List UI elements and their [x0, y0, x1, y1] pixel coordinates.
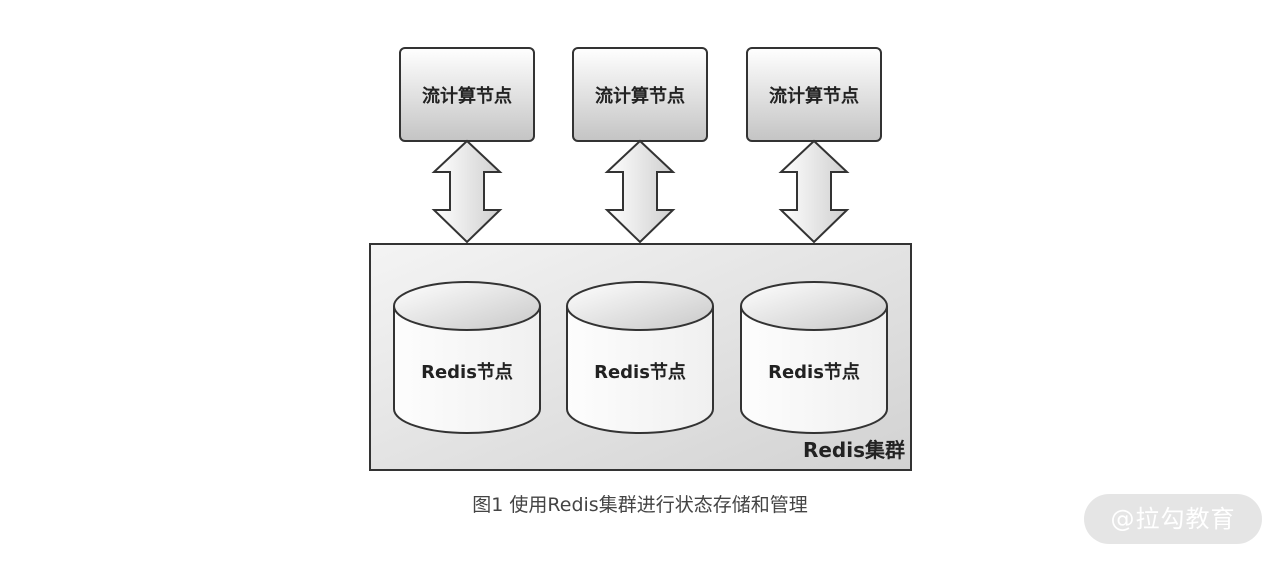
redis-node-label: Redis节点 [421, 361, 513, 383]
stream-compute-node-label: 流计算节点 [422, 85, 512, 107]
stream-compute-node-label: 流计算节点 [595, 85, 685, 107]
stream-compute-node-label: 流计算节点 [769, 85, 859, 107]
architecture-diagram: Redis集群 流计算节点 流计算节点 流计算节点 Redis节点 Redis节… [369, 47, 912, 471]
bidirectional-arrow-icon [431, 139, 503, 244]
redis-node-cylinder: Redis节点 [740, 281, 888, 434]
bidirectional-arrow-icon [778, 139, 850, 244]
stream-compute-node: 流计算节点 [399, 47, 535, 142]
bidirectional-arrow-icon [604, 139, 676, 244]
redis-node-label: Redis节点 [768, 361, 860, 383]
redis-node-label: Redis节点 [594, 361, 686, 383]
watermark-logo: @拉勾教育 [1084, 494, 1262, 544]
stream-compute-node: 流计算节点 [572, 47, 708, 142]
redis-node-cylinder: Redis节点 [566, 281, 714, 434]
figure-caption: 图1 使用Redis集群进行状态存储和管理 [472, 494, 808, 516]
stream-compute-node: 流计算节点 [746, 47, 882, 142]
redis-cluster-label: Redis集群 [803, 438, 905, 462]
redis-node-cylinder: Redis节点 [393, 281, 541, 434]
